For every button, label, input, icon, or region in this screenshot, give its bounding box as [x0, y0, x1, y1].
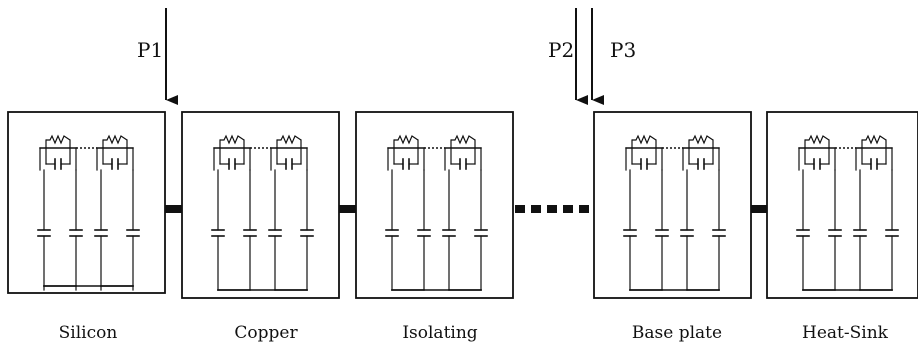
block-isolating-border	[355, 111, 514, 299]
power-label-p3: P3	[610, 38, 637, 62]
block-silicon-border	[7, 111, 166, 294]
connector-silicon-copper	[165, 205, 182, 213]
block-label-heat-sink: Heat-Sink	[802, 323, 888, 343]
power-label-p2: P2	[548, 38, 575, 62]
ellipsis-connector	[515, 205, 589, 213]
block-heat-sink	[766, 111, 918, 299]
block-silicon	[7, 111, 166, 294]
block-base-plate-border	[593, 111, 752, 299]
block-label-base-plate: Base plate	[631, 323, 723, 343]
block-label-copper: Copper	[234, 323, 298, 343]
block-heat-sink-border	[766, 111, 918, 299]
power-label-p1: P1	[137, 38, 164, 62]
block-label-silicon: Silicon	[58, 323, 118, 343]
block-label-isolating: Isolating	[402, 323, 478, 343]
block-copper-border	[181, 111, 340, 299]
block-isolating	[355, 111, 514, 299]
block-copper	[181, 111, 340, 299]
block-base-plate	[593, 111, 752, 299]
connector-baseplate-heatsink	[751, 205, 767, 213]
connector-copper-isolating	[339, 205, 356, 213]
